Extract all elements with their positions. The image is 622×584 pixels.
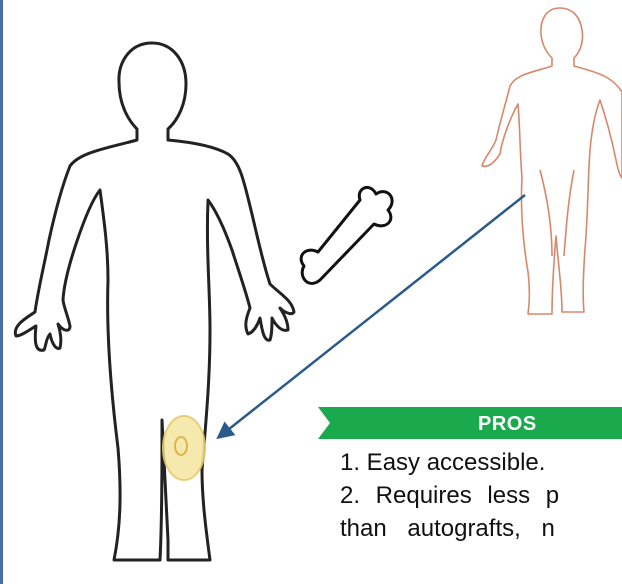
- recipient-body-outline: [15, 43, 294, 560]
- bone-graft: [301, 187, 392, 283]
- graft-site: [163, 416, 205, 480]
- pros-banner-shape: [318, 407, 622, 439]
- donor-body-outline: [482, 8, 622, 314]
- pros-item-2: 2. Requires less p: [340, 479, 622, 512]
- pros-item-2-continued: than autografts, n: [340, 512, 622, 545]
- pros-list: 1. Easy accessible. 2. Requires less p t…: [340, 446, 622, 545]
- pros-item-1: 1. Easy accessible.: [340, 446, 622, 479]
- pros-header: PROS: [478, 413, 537, 436]
- donor-to-recipient-arrow: [219, 195, 525, 437]
